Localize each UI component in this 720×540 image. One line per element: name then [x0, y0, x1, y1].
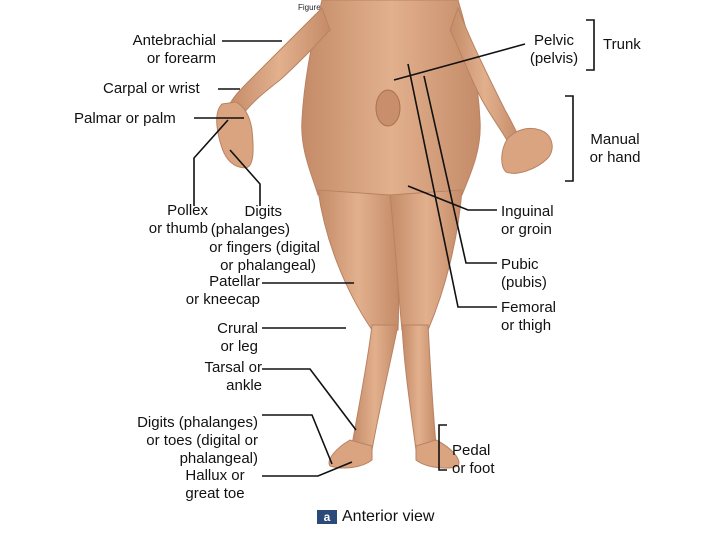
label-line: or leg [220, 338, 258, 355]
label-pubic: Pubic (pubis) [501, 256, 547, 292]
view-title: Anterior view [342, 508, 435, 525]
label-line: Digits [244, 203, 282, 220]
label-line: Tarsal or [204, 359, 262, 376]
label-femoral: Femoral or thigh [501, 299, 556, 335]
leader-digits-hand [229, 149, 261, 206]
label-line: or groin [501, 221, 552, 238]
label-manual: Manual or hand [582, 131, 648, 167]
bracket-manual [565, 95, 574, 182]
label-antebrachial: Antebrachial or forearm [96, 32, 216, 68]
label-digits-foot: Digits (phalanges) or toes (digital or p… [100, 414, 258, 468]
label-line: Pollex [167, 202, 208, 219]
label-patellar: Patellar or kneecap [160, 273, 260, 309]
leader-pelvic [393, 43, 526, 81]
label-line: Pedal [452, 442, 491, 459]
panel-letter-badge: a [317, 510, 337, 524]
label-line: (pelvis) [529, 50, 579, 67]
label-line: or foot [452, 460, 495, 477]
left-foot-shape [328, 439, 373, 469]
label-line: great toe [185, 485, 245, 502]
leader-pollex [193, 119, 229, 206]
label-line: ankle [226, 377, 262, 394]
label-line: Digits (phalanges) [137, 414, 258, 431]
label-carpal: Carpal or wrist [103, 80, 200, 97]
leader-hallux [262, 461, 353, 477]
label-line: or kneecap [185, 291, 260, 308]
label-line: Manual [590, 131, 640, 148]
left-hand-shape [216, 101, 254, 169]
label-pedal: Pedal or foot [452, 442, 495, 478]
label-line: or fingers (digital [209, 239, 320, 256]
label-line: or toes (digital or [146, 432, 258, 449]
label-line: Crural [217, 320, 258, 337]
label-line: Femoral [501, 299, 557, 316]
label-digits-hand: Digits (phalanges) or fingers (digital o… [160, 203, 320, 275]
label-line: Patellar [209, 273, 260, 290]
leader-pubic [423, 75, 497, 264]
bracket-trunk [586, 19, 595, 71]
label-line: (phalanges) [210, 221, 290, 238]
label-line: Pubic [501, 256, 539, 273]
label-line: or phalangeal) [220, 257, 316, 274]
label-line: Hallux or [185, 467, 245, 484]
label-tarsal: Tarsal or ankle [160, 359, 262, 395]
label-line: Inguinal [501, 203, 554, 220]
label-pollex: Pollex or thumb [120, 202, 208, 238]
label-line: or hand [589, 149, 641, 166]
body-silhouette [227, 0, 521, 451]
label-line: or thigh [501, 317, 552, 334]
label-inguinal: Inguinal or groin [501, 203, 554, 239]
label-line: or forearm [146, 50, 216, 67]
label-line: Antebrachial [132, 32, 216, 49]
pubic-area-shape [375, 89, 401, 127]
label-line: phalangeal) [179, 450, 258, 467]
right-foot-shape [415, 439, 460, 469]
label-hallux: Hallux or great toe [170, 467, 260, 503]
leader-inguinal [407, 185, 497, 211]
leader-digits-foot [262, 414, 333, 465]
label-line: Pelvic [533, 32, 574, 49]
leader-femoral [407, 63, 497, 308]
label-crural: Crural or leg [160, 320, 258, 356]
bracket-pedal [438, 424, 447, 471]
leader-tarsal [262, 368, 357, 431]
label-pelvic: Pelvic (pelvis) [526, 32, 582, 68]
right-hand-shape [501, 127, 553, 174]
label-line: or thumb [148, 220, 208, 237]
label-palmar: Palmar or palm [74, 110, 176, 127]
label-line: (pubis) [501, 274, 547, 291]
label-trunk: Trunk [603, 36, 641, 53]
